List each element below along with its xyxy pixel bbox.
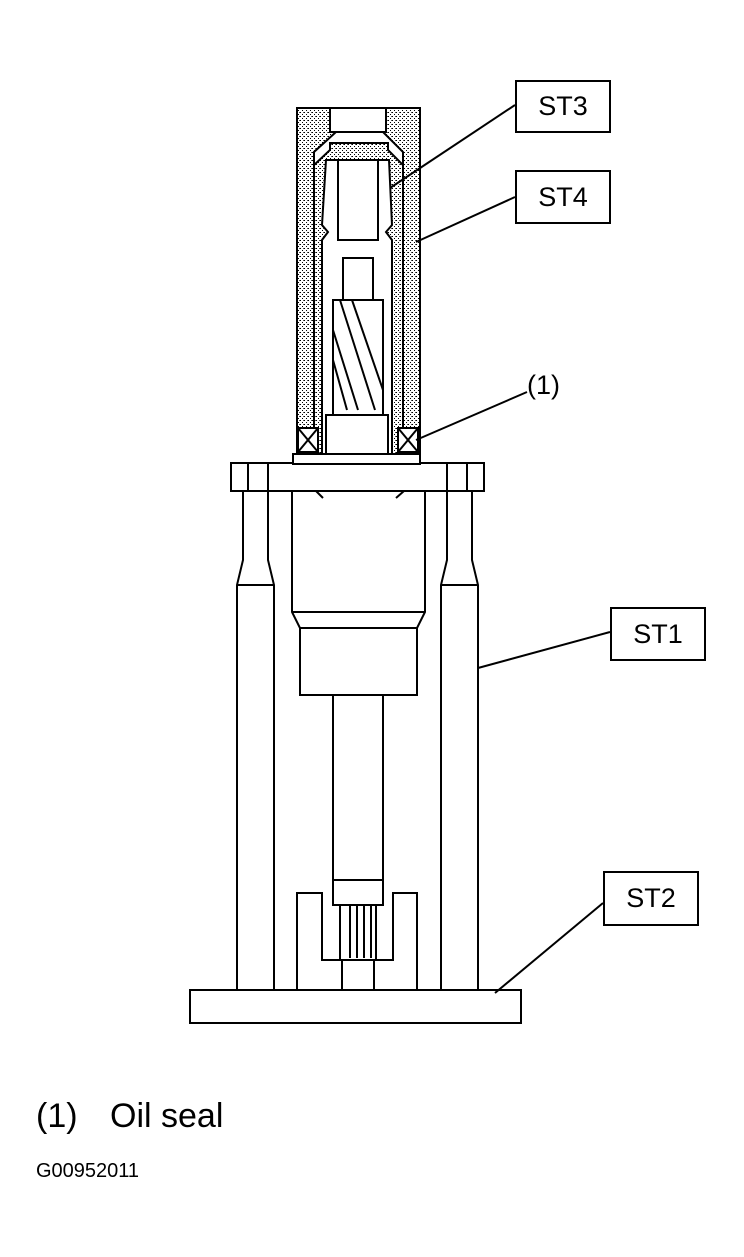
legend-number: (1): [36, 1097, 78, 1135]
leader-st1: [477, 631, 611, 669]
label-st2: ST2: [603, 871, 699, 926]
oil-seal: [297, 427, 419, 453]
legend-item: (1) Oil seal: [36, 1097, 223, 1136]
leader-st2: [494, 902, 604, 994]
st2-base: [189, 989, 522, 1024]
leader-st4: [415, 196, 516, 243]
pinion-shaft: [325, 257, 389, 456]
label-st3: ST3: [515, 80, 611, 133]
label-st4: ST4: [515, 170, 611, 224]
leader-st3: [389, 104, 516, 189]
legend-text: Oil seal: [110, 1097, 224, 1135]
leader-callout-1: [415, 391, 528, 441]
label-st1: ST1: [610, 607, 706, 661]
st1-stand: [230, 453, 485, 990]
callout-1: (1): [527, 370, 560, 400]
figure-id: G00952011: [36, 1160, 140, 1182]
